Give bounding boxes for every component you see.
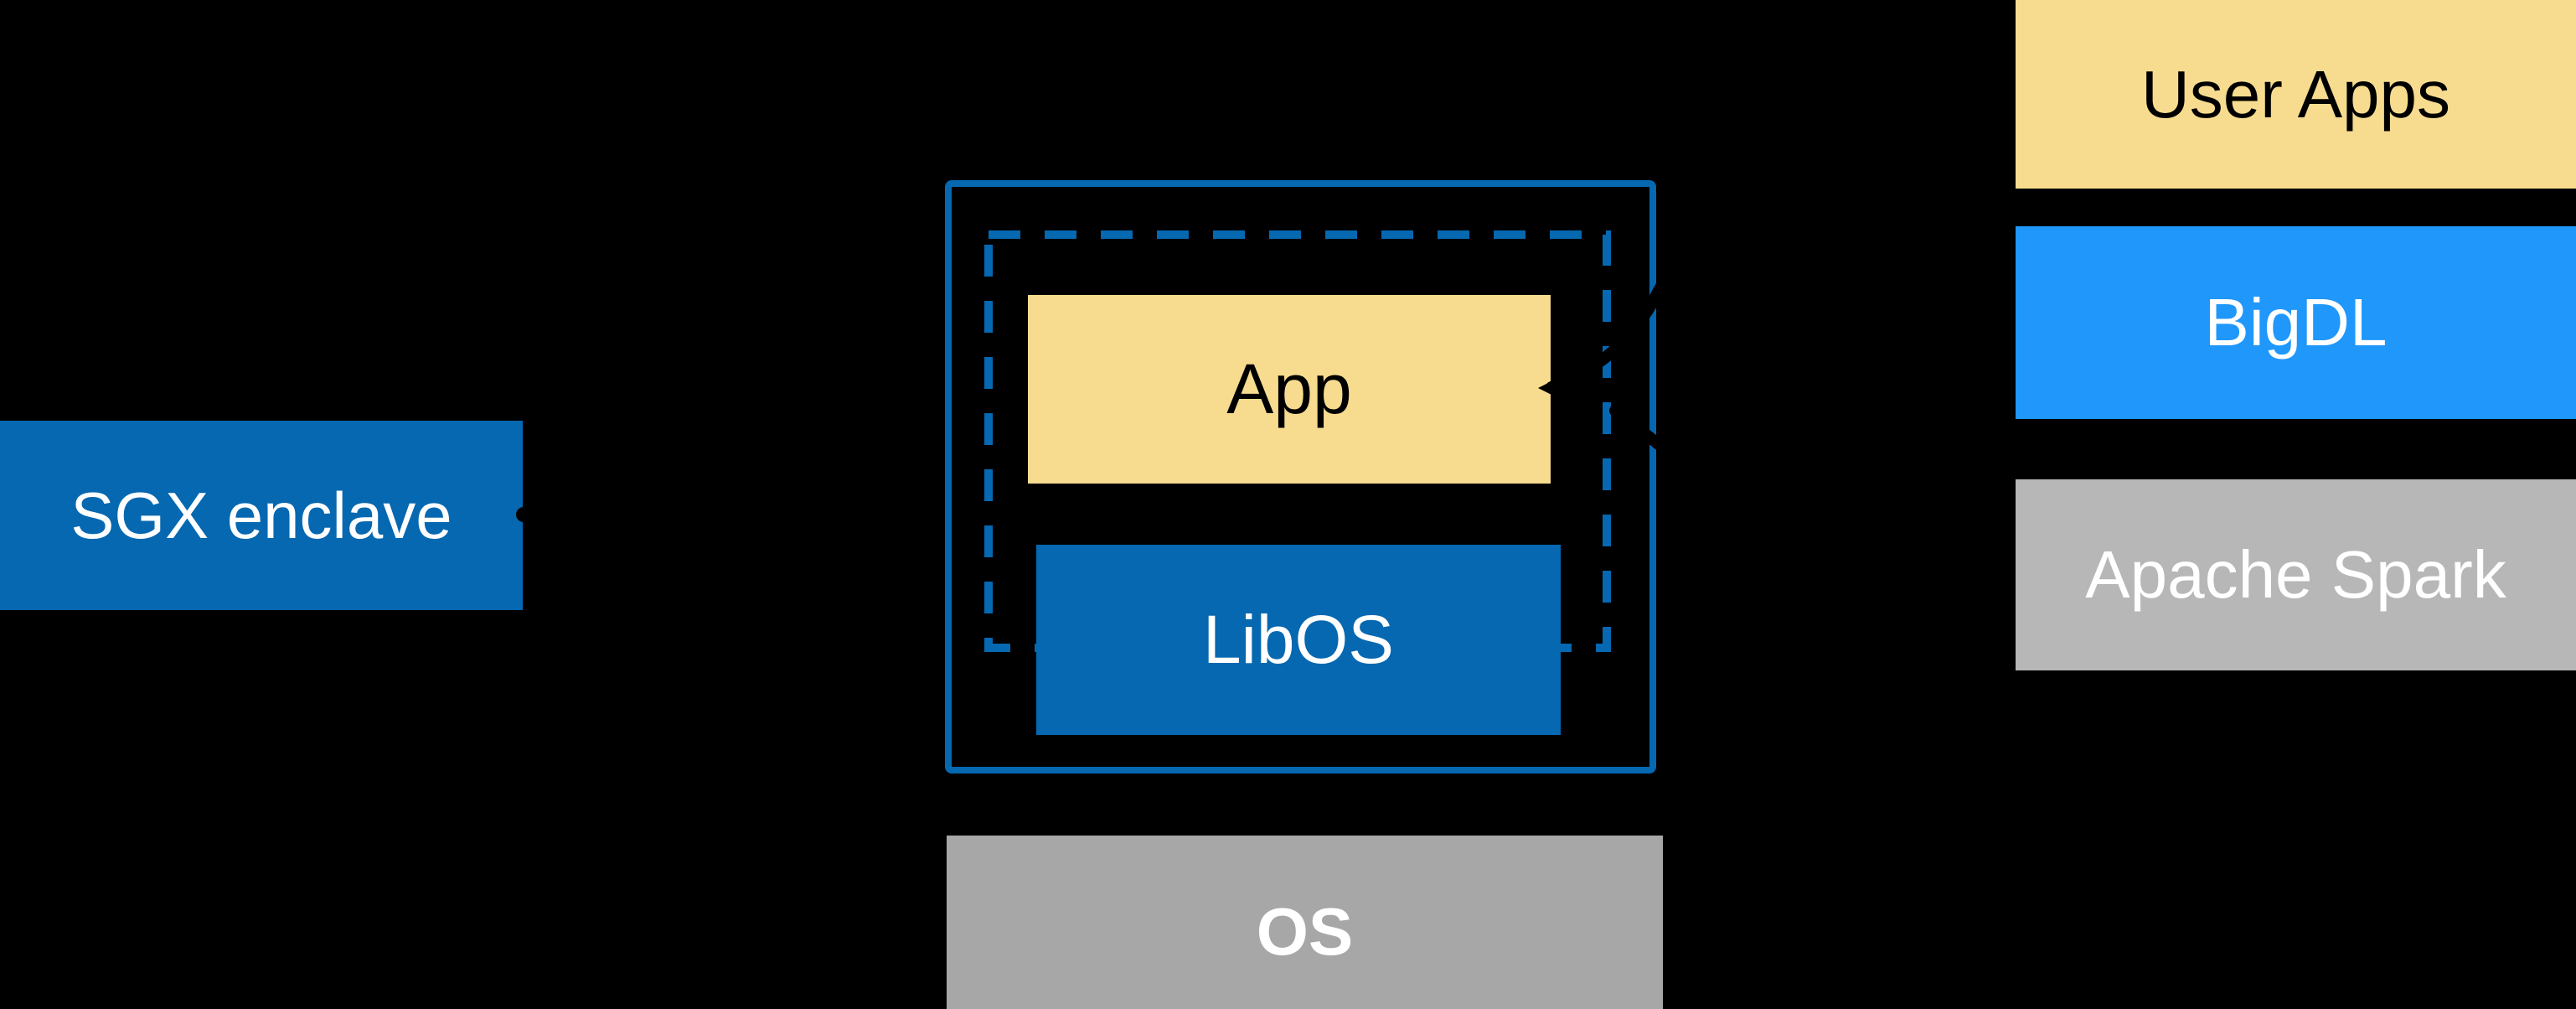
libos-label: LibOS (1203, 601, 1394, 678)
user-apps-label: User Apps (2140, 56, 2451, 132)
brace-lower-curve (1609, 405, 2012, 582)
user-apps-box: User Apps (2016, 0, 2576, 189)
app-box: App (1028, 295, 1551, 484)
os-label: OS (1256, 894, 1354, 969)
sgx-enclave-label: SGX enclave (70, 478, 452, 552)
libos-box: LibOS (1036, 545, 1561, 735)
app-label: App (1226, 349, 1352, 428)
sgx-enclave-label-box: SGX enclave (0, 421, 523, 610)
apache-spark-label: Apache Spark (2085, 537, 2506, 612)
os-box: OS (947, 836, 1663, 1009)
apache-spark-box: Apache Spark (2016, 479, 2576, 670)
bigdl-box: BigDL (2016, 226, 2576, 419)
bigdl-label: BigDL (2204, 285, 2388, 360)
